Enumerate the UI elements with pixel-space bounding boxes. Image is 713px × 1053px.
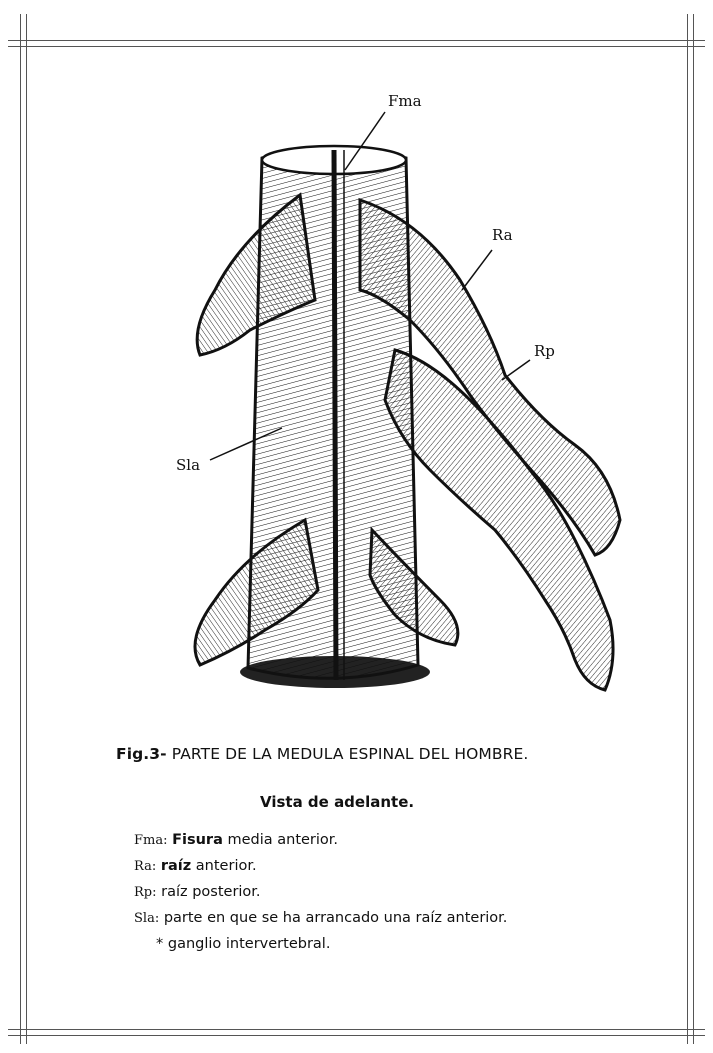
label-fma: Fma <box>388 92 422 110</box>
figure-subtitle: Vista de adelante. <box>260 793 414 811</box>
legend-row-ra: Ra: raíz anterior. <box>134 858 654 884</box>
legend-abbr: Sla: <box>134 911 159 926</box>
legend-row-rp: Rp: raíz posterior. <box>134 884 654 910</box>
anterior-median-fissure <box>334 150 336 680</box>
frame-bottom-line-inner <box>8 1035 705 1036</box>
legend-row-fma: Fma: Fisura media anterior. <box>134 832 654 858</box>
legend-abbr: Ra: <box>134 859 156 874</box>
legend-bold: Fisura <box>172 832 223 848</box>
legend-note: * ganglio intervertebral. <box>134 936 654 952</box>
frame-bottom-line <box>8 1029 705 1030</box>
legend-row-sla: Sla: parte en que se ha arrancado una ra… <box>134 910 654 936</box>
legend-abbr: Rp: <box>134 885 157 900</box>
callout-line-rp <box>502 360 530 380</box>
legend-text: raíz posterior. <box>161 884 260 900</box>
legend-abbr: Fma: <box>134 833 167 848</box>
legend-text: anterior. <box>191 858 256 874</box>
figure-number: Fig.3- <box>116 745 167 763</box>
label-rp: Rp <box>534 342 555 360</box>
figure-title: PARTE DE LA MEDULA ESPINAL DEL HOMBRE. <box>172 745 529 763</box>
legend-text: parte en que se ha arrancado una raíz an… <box>164 910 508 926</box>
label-sla: Sla <box>176 456 200 474</box>
spinal-cord-illustration <box>0 0 713 740</box>
legend-text: media anterior. <box>223 832 338 848</box>
legend: Fma: Fisura media anterior. Ra: raíz ant… <box>134 832 654 952</box>
callout-line-ra <box>462 250 492 290</box>
legend-bold: raíz <box>161 858 191 874</box>
label-ra: Ra <box>492 226 513 244</box>
figure-caption: Fig.3- PARTE DE LA MEDULA ESPINAL DEL HO… <box>116 745 636 763</box>
